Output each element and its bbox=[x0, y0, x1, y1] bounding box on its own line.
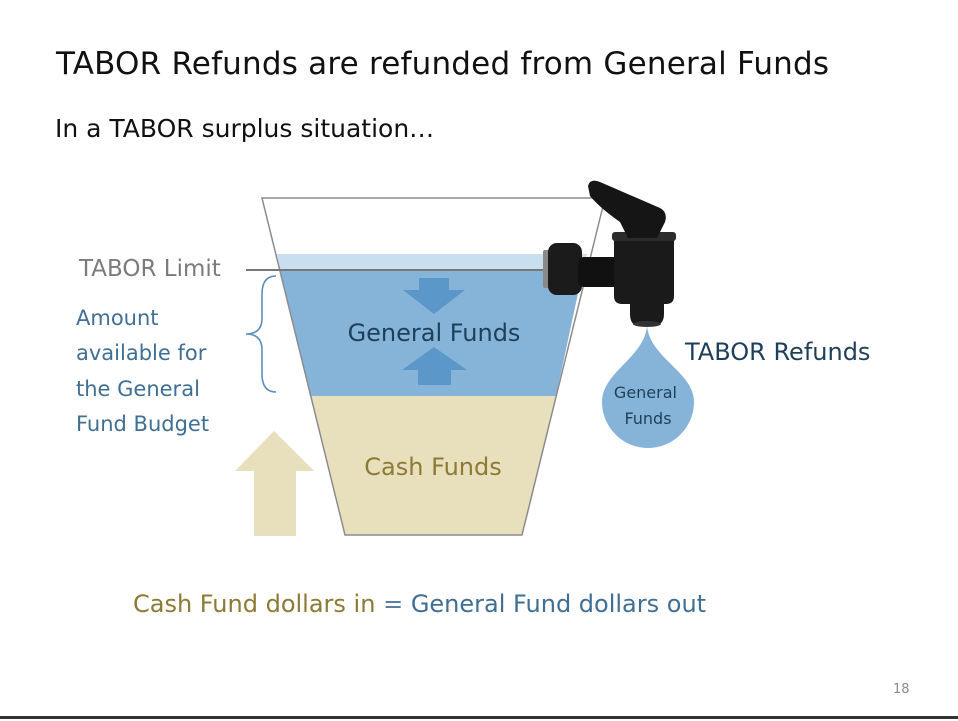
drop-label-line-1: General bbox=[614, 383, 677, 402]
amount-line-4: Fund Budget bbox=[76, 412, 209, 436]
bottom-rule bbox=[0, 716, 958, 719]
slide-subtitle: In a TABOR surplus situation… bbox=[55, 114, 435, 143]
spigot-icon bbox=[543, 180, 676, 327]
amount-line-2: available for bbox=[76, 341, 207, 365]
cash-funds-label: Cash Funds bbox=[364, 453, 501, 481]
footer-cash-part: Cash Fund dollars in bbox=[133, 590, 376, 618]
drop-label: General Funds bbox=[614, 383, 682, 428]
footer-general-part: General Fund dollars out bbox=[410, 590, 707, 618]
amount-brace bbox=[245, 275, 277, 393]
cash-funds-layer bbox=[310, 396, 556, 535]
up-arrow-icon bbox=[402, 347, 467, 385]
footer-equals: = bbox=[375, 590, 411, 618]
general-funds-layer bbox=[280, 270, 583, 396]
tabor-limit-label: TABOR Limit bbox=[78, 256, 221, 282]
amount-line-1: Amount bbox=[76, 306, 159, 330]
above-limit-band bbox=[277, 254, 587, 270]
amount-available-label: Amount available for the General Fund Bu… bbox=[76, 306, 213, 436]
slide-title: TABOR Refunds are refunded from General … bbox=[56, 46, 830, 82]
cash-inflow-arrow-icon bbox=[235, 431, 314, 536]
bucket-outline bbox=[261, 197, 606, 536]
footer-equation: Cash Fund dollars in = General Fund doll… bbox=[133, 590, 706, 618]
tabor-refunds-label: TABOR Refunds bbox=[684, 338, 870, 366]
page-number: 18 bbox=[893, 682, 910, 697]
drop-label-line-2: Funds bbox=[624, 409, 671, 428]
down-arrow-icon bbox=[403, 278, 465, 314]
water-drop-icon bbox=[602, 326, 694, 448]
general-funds-label: General Funds bbox=[348, 319, 521, 347]
amount-line-3: the General bbox=[76, 377, 200, 401]
